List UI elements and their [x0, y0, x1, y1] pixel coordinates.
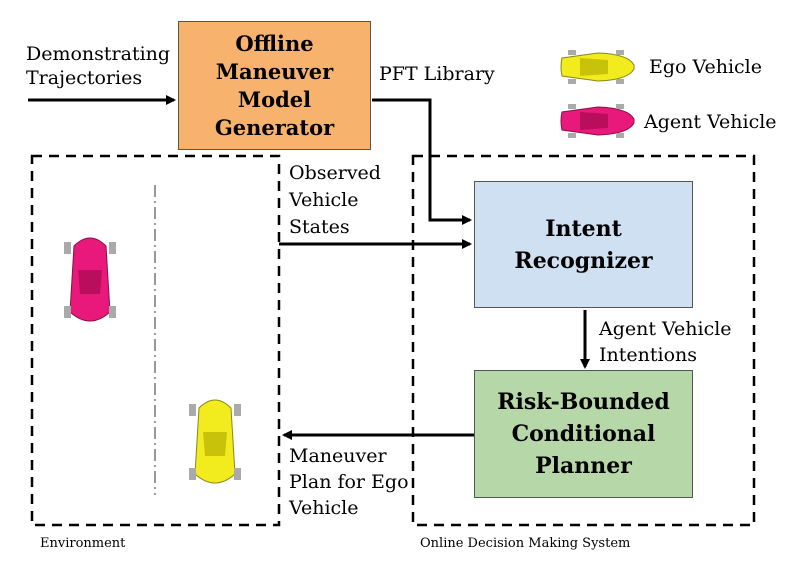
- offline-line-3: Model: [237, 86, 312, 112]
- legend-ego-label: Ego Vehicle: [649, 56, 763, 78]
- demonstrating-label: Demonstrating Trajectories: [26, 42, 170, 90]
- offline-line-1: Offline: [235, 30, 314, 56]
- observed-line-2: Vehicle: [289, 189, 359, 211]
- online-system-region: [411, 154, 756, 527]
- intent-line-2: Recognizer: [514, 247, 653, 274]
- ego-vehicle-icon: [189, 399, 241, 484]
- legend-agent-car-icon: [560, 104, 635, 138]
- maneuver-plan-label: Maneuver Plan for Ego Vehicle: [289, 443, 409, 521]
- arrow-pft-to-intent: [372, 98, 472, 225]
- legend-ego-car-icon: [560, 50, 635, 84]
- environment-region: [30, 154, 281, 527]
- observed-line-1: Observed: [289, 162, 381, 184]
- maneuver-line-2: Plan for Ego: [289, 471, 409, 493]
- agent-intentions-line-1: Agent Vehicle: [599, 318, 732, 340]
- intent-line-1: Intent: [545, 215, 622, 242]
- planner-line-1: Risk-Bounded: [497, 389, 670, 415]
- planner-block: Risk-Bounded Conditional Planner: [474, 370, 693, 498]
- demonstrating-line-2: Trajectories: [26, 67, 143, 89]
- observed-line-3: States: [289, 216, 350, 238]
- offline-line-4: Generator: [214, 114, 335, 140]
- agent-intentions-label: Agent Vehicle Intentions: [599, 316, 732, 368]
- observed-states-label: Observed Vehicle States: [289, 160, 381, 241]
- environment-caption: Environment: [40, 536, 126, 551]
- offline-line-2: Maneuver: [215, 58, 334, 84]
- intent-recognizer-block: Intent Recognizer: [474, 181, 693, 308]
- planner-line-3: Planner: [535, 453, 632, 479]
- offline-generator-block: Offline Maneuver Model Generator: [178, 21, 371, 150]
- agent-intentions-line-2: Intentions: [599, 344, 697, 366]
- maneuver-line-1: Maneuver: [289, 445, 387, 467]
- agent-vehicle-icon: [64, 237, 116, 322]
- legend-agent-label: Agent Vehicle: [644, 111, 777, 133]
- demonstrating-line-1: Demonstrating: [26, 43, 171, 65]
- maneuver-line-3: Vehicle: [289, 497, 359, 519]
- pft-library-label: PFT Library: [379, 63, 495, 85]
- online-system-caption: Online Decision Making System: [420, 536, 631, 551]
- planner-line-2: Conditional: [511, 421, 656, 447]
